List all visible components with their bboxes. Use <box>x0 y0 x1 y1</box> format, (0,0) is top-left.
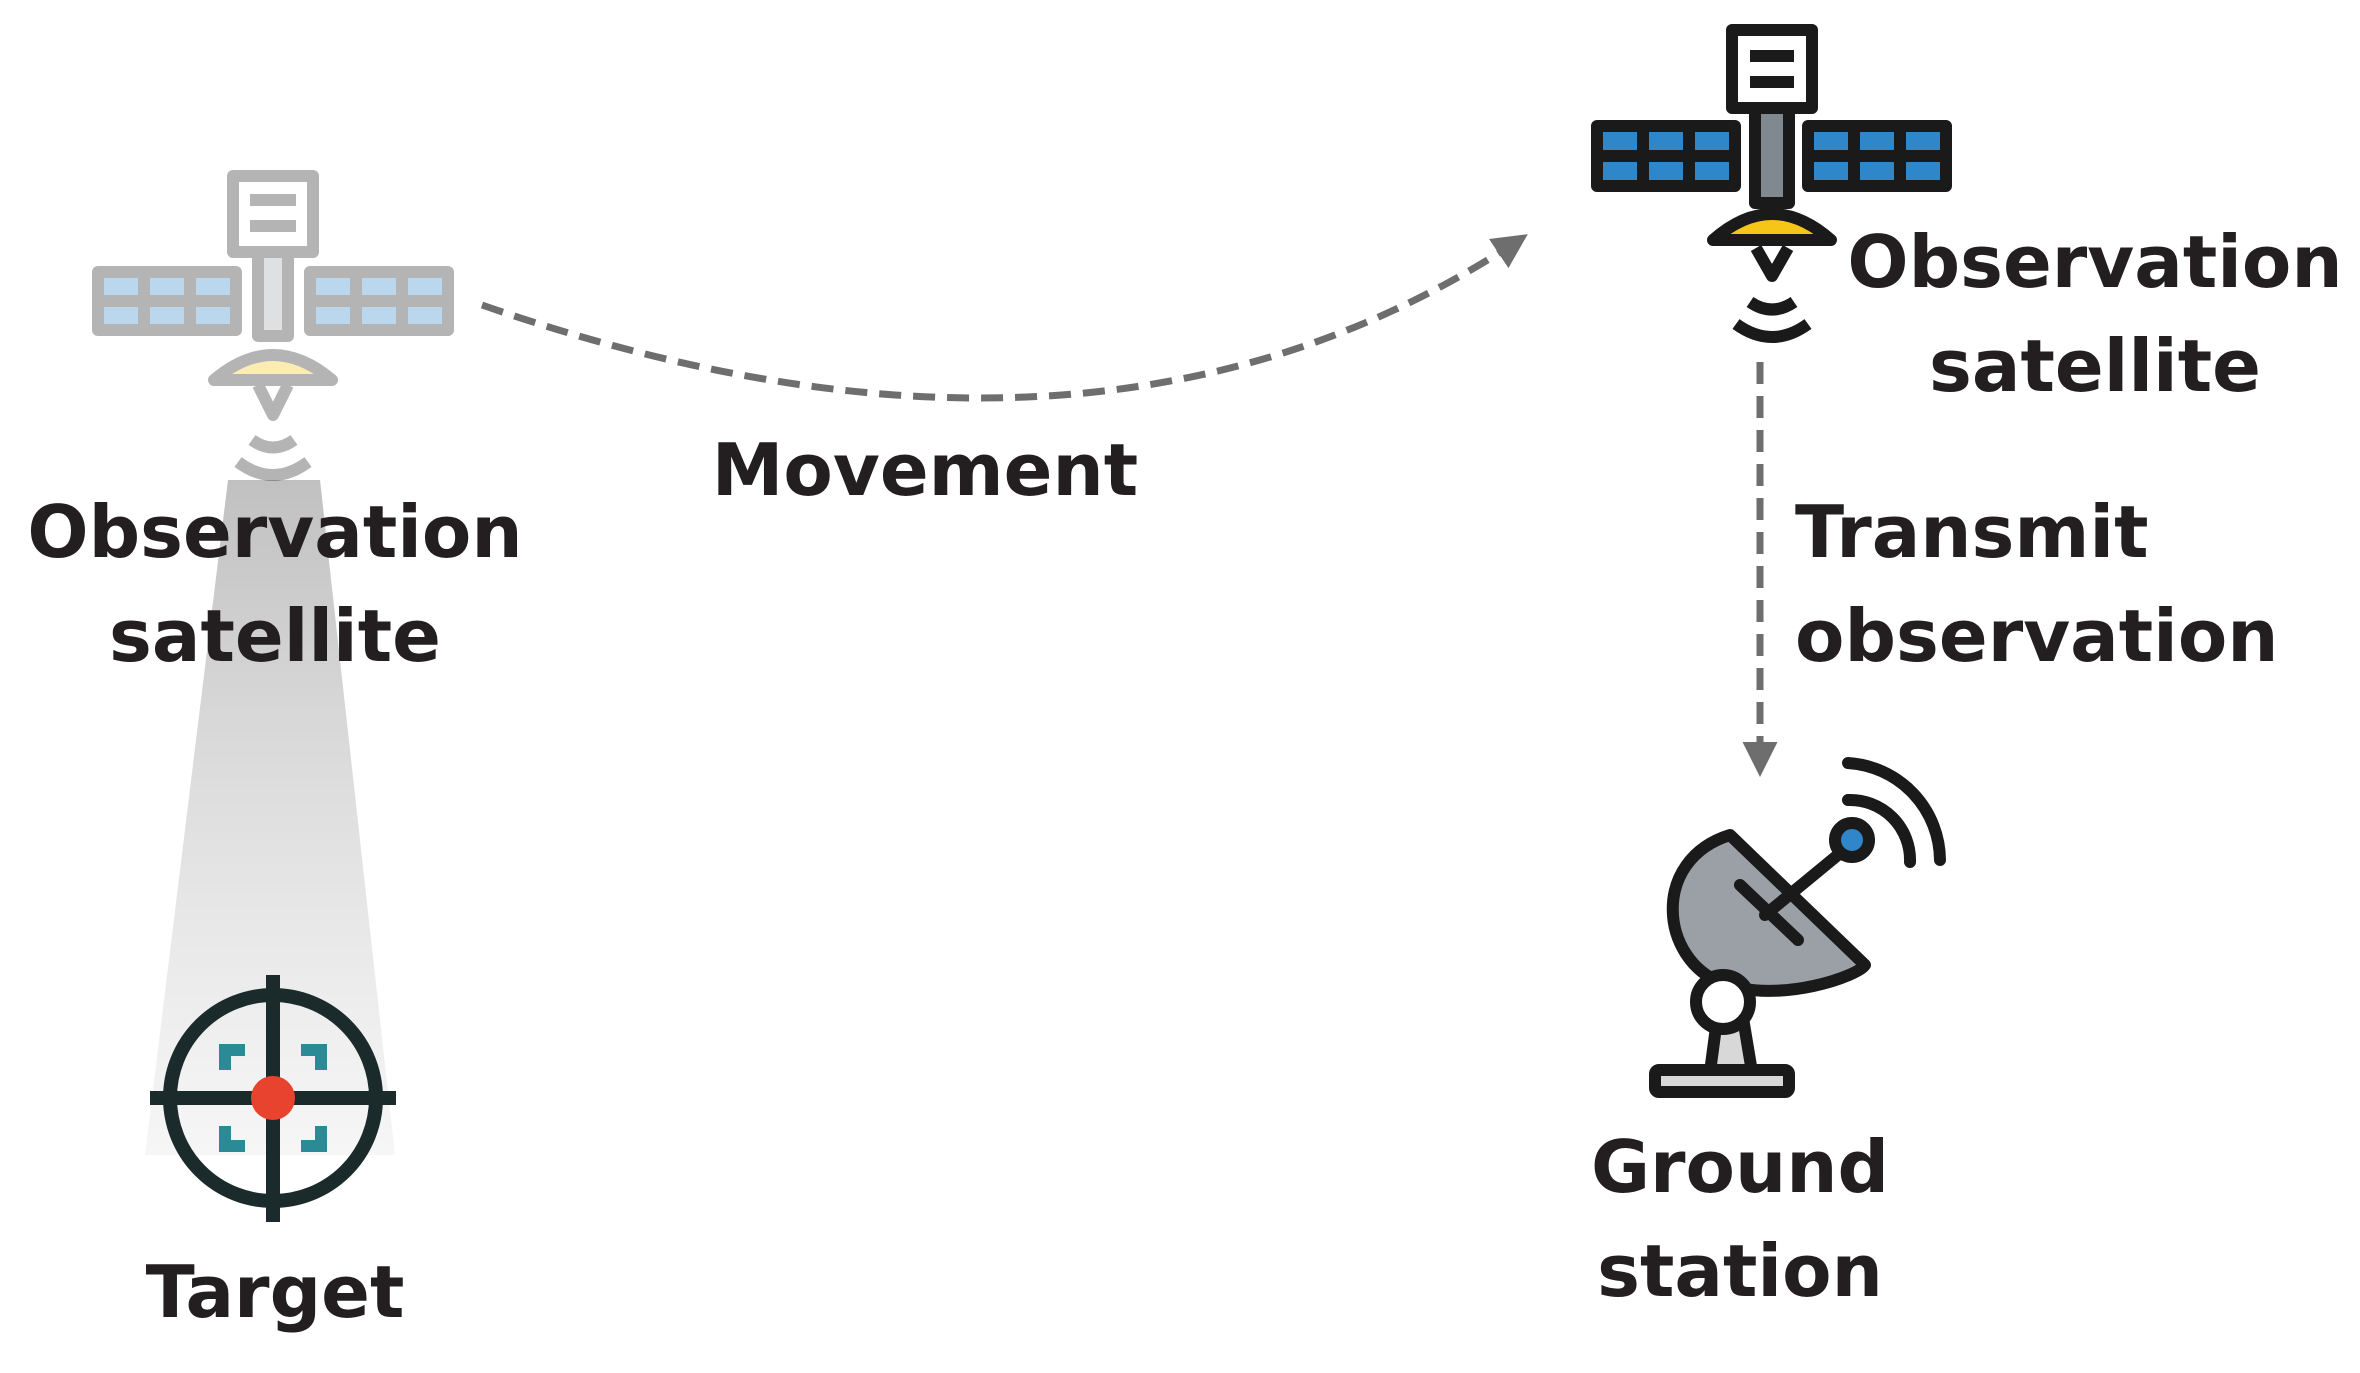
label-transmit: Transmit observation <box>1795 480 2335 688</box>
label-satellite-right: Observation satellite <box>1840 210 2350 418</box>
label-target: Target <box>120 1240 430 1344</box>
label-satellite-left: Observation satellite <box>20 480 530 688</box>
satellite-icon <box>1591 24 1952 343</box>
ground-station-icon <box>1649 757 1946 1098</box>
label-movement: Movement <box>700 418 1150 522</box>
movement-arrow <box>480 234 1528 402</box>
label-satellite-left-line1: Observation <box>27 490 523 574</box>
label-satellite-right-line1: Observation <box>1847 220 2343 304</box>
label-transmit-line1: Transmit <box>1795 490 2149 574</box>
observation-beam <box>145 480 395 1155</box>
label-movement-text: Movement <box>711 428 1139 512</box>
satellite-faded-icon <box>92 170 454 481</box>
label-transmit-line2: observation <box>1795 594 2279 678</box>
label-satellite-right-line2: satellite <box>1929 324 2261 408</box>
label-satellite-left-line2: satellite <box>109 594 441 678</box>
label-ground-station: Ground station <box>1560 1115 1920 1323</box>
label-ground-station-line1: Ground <box>1590 1125 1890 1209</box>
label-ground-station-line2: station <box>1597 1229 1883 1313</box>
target-icon <box>150 975 396 1222</box>
label-target-text: Target <box>145 1250 405 1334</box>
